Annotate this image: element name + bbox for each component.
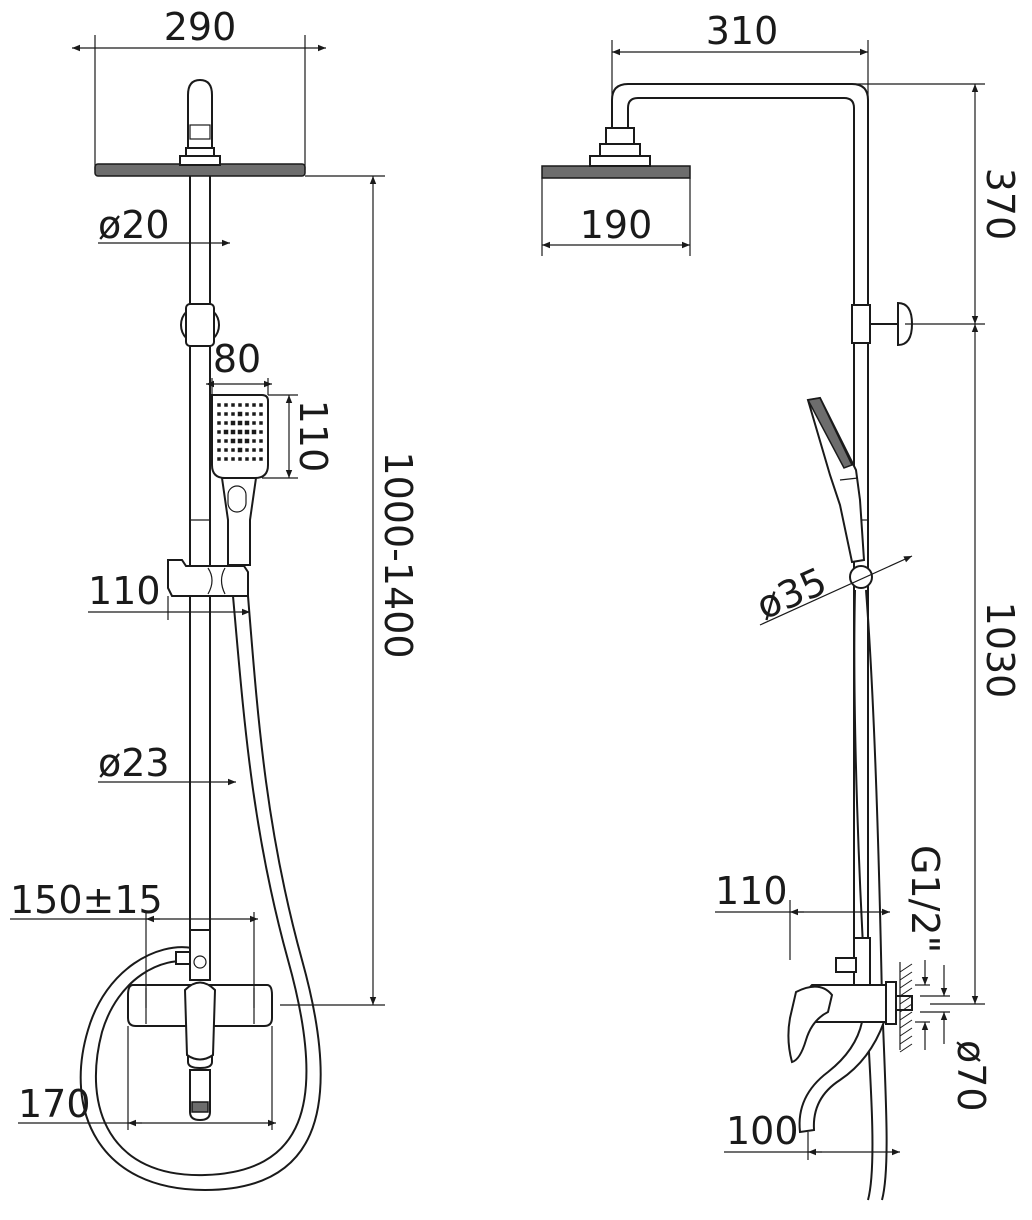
nozzle — [223, 429, 229, 435]
side-mixer — [787, 937, 913, 1134]
nozzle — [259, 403, 263, 407]
nozzle — [244, 420, 250, 426]
nozzle — [259, 457, 263, 461]
nozzle — [230, 429, 236, 435]
nozzle — [217, 457, 221, 461]
dim-head-width-label: 290 — [164, 5, 237, 49]
dim-hand-shower-width-label: 80 — [213, 337, 261, 381]
dim-spout-length-label: 100 — [726, 1109, 799, 1153]
nozzle — [245, 403, 249, 407]
shower-rod — [189, 176, 211, 930]
nozzle — [252, 403, 256, 407]
nozzle — [224, 403, 228, 407]
nozzle — [245, 457, 249, 461]
hatch-line — [899, 963, 913, 973]
dim-flange-diameter-label: ø70 — [949, 1040, 993, 1112]
hatch-line — [899, 987, 913, 997]
nozzle — [217, 448, 221, 452]
wall-hatch — [899, 962, 913, 1053]
nozzle — [237, 420, 243, 426]
front-view: 290 ø20 80 110 1000-1400 110 — [10, 5, 420, 1192]
dim-diameter-35-label: ø35 — [750, 559, 833, 628]
nozzle — [230, 438, 236, 444]
nozzle — [252, 439, 256, 443]
nozzle — [217, 403, 221, 407]
nozzle — [237, 429, 243, 435]
dim-arm-height-label: 370 — [978, 168, 1022, 241]
nozzle — [259, 421, 263, 425]
nozzle — [259, 448, 263, 452]
wall-bracket — [180, 303, 220, 347]
nozzle — [252, 448, 256, 452]
hatch-line — [899, 995, 913, 1005]
side-wall-bracket — [851, 301, 914, 347]
side-hose — [853, 589, 888, 1201]
sliding-holder — [167, 559, 249, 597]
nozzle — [252, 421, 256, 425]
nozzle — [237, 447, 243, 453]
nozzle — [238, 403, 242, 407]
nozzle — [245, 412, 249, 416]
side-rod — [853, 300, 869, 940]
hatch-line — [899, 1003, 913, 1013]
dim-total-height-label: 1030 — [978, 602, 1022, 699]
hand-shower — [211, 394, 269, 566]
overhead-arm — [541, 83, 869, 300]
nozzle — [259, 430, 263, 434]
nozzle — [217, 430, 221, 434]
hatch-line — [899, 1011, 913, 1021]
overhead-shower-head — [94, 78, 306, 177]
nozzle — [230, 420, 236, 426]
side-view: 310 190 370 1030 ø35 G1/2" — [541, 9, 1022, 1201]
nozzle — [231, 448, 235, 452]
dim-hand-shower-height-label: 110 — [291, 400, 335, 473]
dim-mixer-width-label: 170 — [18, 1082, 91, 1126]
dim-wall-offset-label: 110 — [715, 869, 788, 913]
nozzle — [231, 457, 235, 461]
nozzle — [252, 412, 256, 416]
hand-shower-nozzles — [217, 403, 263, 461]
nozzle — [251, 429, 257, 435]
dim-arm-reach-label: 310 — [706, 9, 779, 53]
side-hand-shower — [806, 396, 873, 589]
hatch-line — [899, 1035, 913, 1045]
nozzle — [217, 412, 221, 416]
nozzle — [252, 457, 256, 461]
nozzle — [231, 403, 235, 407]
nozzle — [224, 448, 228, 452]
hatch-line — [899, 1019, 913, 1029]
nozzle — [259, 412, 263, 416]
nozzle — [224, 412, 228, 416]
nozzle — [244, 429, 250, 435]
dim-thread-label: G1/2" — [903, 845, 947, 953]
hatch-line — [899, 1027, 913, 1037]
nozzle — [237, 411, 243, 417]
dim-head-depth-label: 190 — [580, 203, 653, 247]
dim-holder-offset-label: 110 — [88, 569, 161, 613]
dim-pipe-diameter-label: ø20 — [98, 203, 170, 247]
nozzle — [217, 439, 221, 443]
nozzle — [217, 421, 221, 425]
dim-height-range-label: 1000-1400 — [376, 451, 420, 658]
dim-center-distance-label: 150±15 — [10, 878, 163, 922]
nozzle — [224, 457, 228, 461]
nozzle — [231, 412, 235, 416]
hatch-line — [899, 1043, 913, 1053]
hatch-line — [899, 979, 913, 989]
nozzle — [237, 438, 243, 444]
shower-hose — [79, 595, 322, 1192]
hatch-line — [899, 971, 913, 981]
nozzle — [245, 448, 249, 452]
nozzle — [244, 438, 250, 444]
nozzle — [224, 421, 228, 425]
dim-rod-diameter-label: ø23 — [98, 741, 170, 785]
front-dimensions: 290 ø20 80 110 1000-1400 110 — [10, 5, 420, 1130]
nozzle — [259, 439, 263, 443]
side-dimensions: 310 190 370 1030 ø35 G1/2" — [541, 9, 1022, 1160]
nozzle — [224, 439, 228, 443]
nozzle — [238, 457, 242, 461]
mixer-valve — [127, 929, 273, 1122]
